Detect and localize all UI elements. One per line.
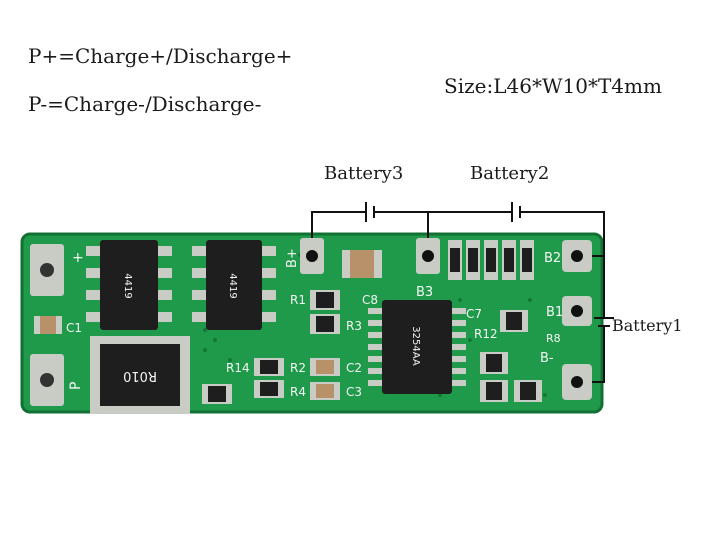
battery1-label: Battery1 [612, 316, 683, 335]
size-spec: Size:L46*W10*T4mm [444, 74, 662, 98]
ic-line1: 3254AA [410, 326, 421, 366]
silk-c1: C1 [66, 321, 82, 335]
silk-plus: + [72, 250, 84, 266]
silk-b2: B2 [544, 251, 561, 266]
silk-r1: R1 [290, 293, 306, 307]
mosfet-left: 4419 [86, 240, 172, 330]
battery3-label: Battery3 [324, 163, 404, 184]
silk-r4: R4 [290, 385, 306, 399]
silk-c8: C8 [362, 293, 378, 307]
battery2-label: Battery2 [470, 163, 550, 184]
silk-c2: C2 [346, 361, 362, 375]
p-minus-pad [30, 354, 64, 406]
silk-c3: C3 [346, 385, 362, 399]
mosfet-left-marking: 4419 [122, 273, 133, 298]
silk-r8: R8 [546, 332, 561, 345]
silk-c7: C7 [466, 307, 482, 321]
shunt-marking: R010 [123, 368, 157, 383]
legend-p-plus: P+=Charge+/Discharge+ [28, 44, 293, 68]
silk-b-plus: B+ [285, 248, 300, 268]
silk-r14: R14 [226, 361, 250, 375]
silk-b1: B1 [546, 305, 563, 320]
silk-r12: R12 [474, 327, 498, 341]
mosfet-right: 4419 [192, 240, 276, 330]
silk-r2: R2 [290, 361, 306, 375]
mosfet-right-marking: 4419 [227, 273, 238, 298]
silk-b-minus: B- [540, 351, 554, 366]
protection-ic: 3254AA [368, 300, 466, 394]
silk-p: P [68, 382, 84, 390]
legend-p-minus: P-=Charge-/Discharge- [28, 92, 262, 116]
p-plus-pad [30, 244, 64, 296]
silk-b3: B3 [416, 285, 433, 300]
silk-r3: R3 [346, 319, 362, 333]
shunt-resistor: R010 [90, 336, 190, 414]
